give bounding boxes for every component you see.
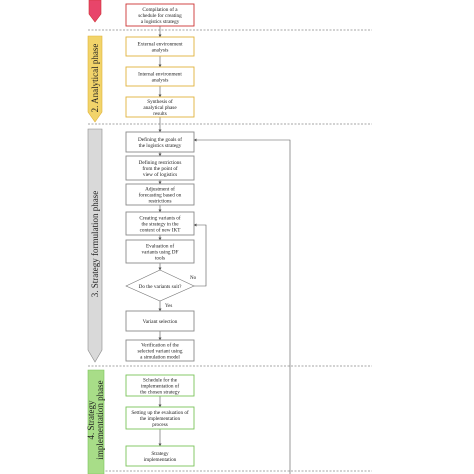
box-schedule-text-1: implementation of xyxy=(141,382,179,389)
box-setting-text-2: process xyxy=(152,422,168,428)
box-goals xyxy=(125,131,195,153)
box-verification-text-0: Verification of the xyxy=(141,341,179,348)
box-compilation-text-0: Compilation of a xyxy=(142,6,178,13)
box-synthesis-text-0: Synthesis of xyxy=(147,98,173,105)
box-variants xyxy=(125,211,195,236)
box-internal-text-0: Internal environment xyxy=(138,71,182,77)
box-synthesis xyxy=(125,96,195,118)
box-synthesis-text-2: results xyxy=(153,111,167,117)
decision-diamond xyxy=(125,269,195,302)
phase-2-label: 2. Analytical phase xyxy=(90,44,100,113)
box-evaluation-text-1: variants using DF xyxy=(142,249,179,255)
phase-4-label-line1: 4. Strategy xyxy=(86,400,96,439)
decision-label: Do the variants suit? xyxy=(139,284,182,290)
box-goals-text-0: Defining the goals of xyxy=(138,136,182,143)
box-implementation-text-1: implementation xyxy=(144,457,177,463)
phase-4-arrow xyxy=(87,369,105,474)
box-internal xyxy=(125,66,195,87)
box-schedule-text-2: the chosen strategy xyxy=(140,389,180,395)
box-implementation xyxy=(125,445,195,467)
box-restrictions-text-2: view of logistics xyxy=(143,171,177,178)
box-variants-text-2: context of new IKT xyxy=(140,226,182,233)
box-restrictions xyxy=(125,155,195,181)
decision-no-label: No xyxy=(190,276,197,281)
box-implementation-text-0: Strategy xyxy=(151,451,169,457)
connectors xyxy=(158,26,291,474)
box-setting xyxy=(125,406,195,430)
box-verification-text-1: selected variant using xyxy=(138,348,183,354)
box-schedule xyxy=(125,374,195,397)
box-adjustment-text-2: restrictions xyxy=(148,198,171,204)
phase-4-label-line2: implementation phase xyxy=(95,380,105,459)
box-restrictions-text-1: from the point of xyxy=(142,165,178,172)
box-adjustment-text-0: Adjustment of xyxy=(145,185,175,192)
box-compilation-text-1: schedule for creating xyxy=(138,12,182,19)
phase-1-arrow xyxy=(88,0,102,23)
box-evaluation-text-2: tools xyxy=(155,255,165,261)
box-verification-text-2: a simulation model xyxy=(140,354,180,360)
phase-2-arrow xyxy=(87,35,103,123)
phase-3-label: 3. Strategy formulation phase xyxy=(90,191,100,297)
box-synthesis-text-1: analytical phase xyxy=(143,105,177,111)
box-external-text-1: analysis xyxy=(152,47,169,53)
box-selection-text-0: Variant selection xyxy=(143,319,178,325)
box-verification xyxy=(125,339,195,362)
box-selection xyxy=(125,310,195,332)
box-variants-text-0: Creating variants of xyxy=(139,214,180,221)
decision-yes-label: Yes xyxy=(165,304,172,309)
box-evaluation-text-0: Evaluation of xyxy=(146,242,174,249)
box-setting-text-0: Setting up the evaluation of xyxy=(131,409,189,416)
box-compilation-text-2: a logistics strategy xyxy=(141,19,180,25)
box-external-text-0: External environment xyxy=(137,41,183,47)
box-evaluation xyxy=(125,239,195,264)
phase-3-arrow xyxy=(87,128,103,363)
box-goals-text-1: the logistics strategy xyxy=(139,143,182,149)
box-adjustment xyxy=(125,183,195,206)
box-setting-text-1: the implementation xyxy=(140,416,181,422)
box-external xyxy=(125,36,195,57)
box-compilation xyxy=(125,3,195,27)
box-adjustment-text-1: forecasting based on xyxy=(139,191,182,198)
box-restrictions-text-0: Defining restrictions xyxy=(139,159,182,166)
box-variants-text-1: the strategy in the xyxy=(141,221,179,227)
box-schedule-text-0: Schedule for the xyxy=(143,376,178,383)
box-internal-text-1: analysis xyxy=(152,77,169,83)
